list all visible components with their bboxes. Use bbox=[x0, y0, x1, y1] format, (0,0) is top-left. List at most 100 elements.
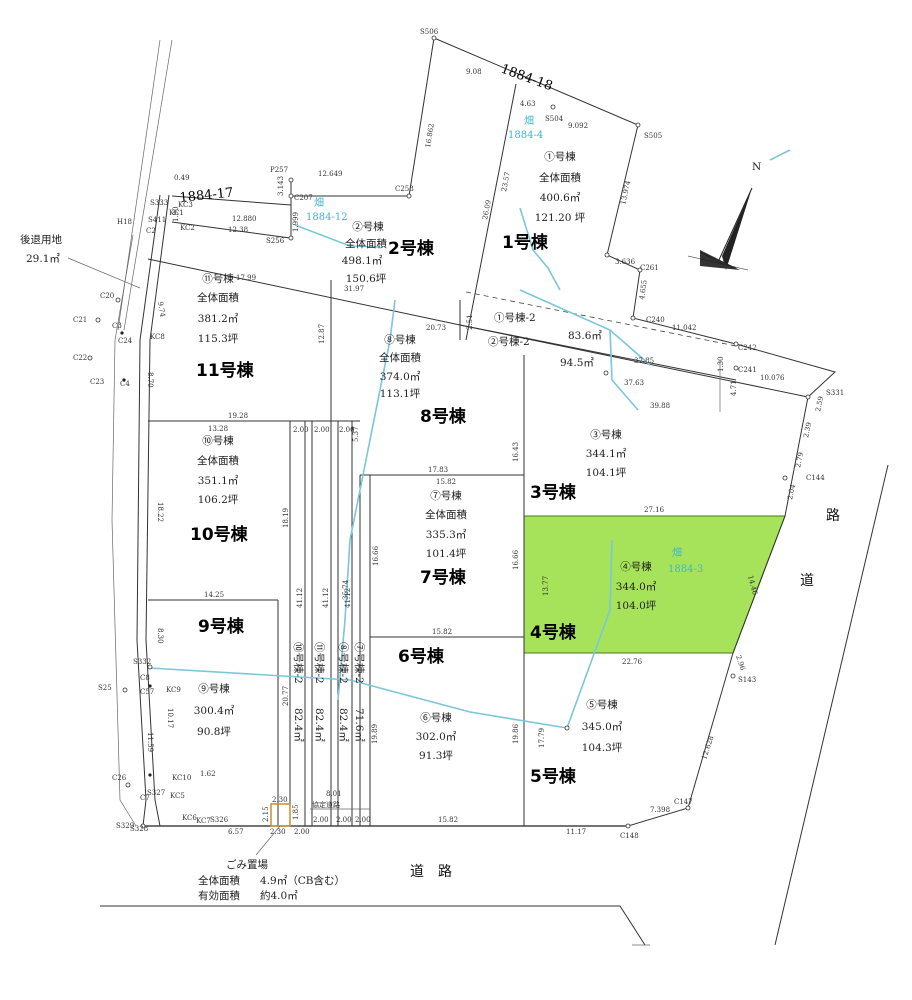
svg-text:6号棟: 6号棟 bbox=[398, 646, 445, 667]
svg-text:94.5㎡: 94.5㎡ bbox=[560, 357, 594, 369]
svg-text:9.08: 9.08 bbox=[466, 68, 482, 76]
svg-text:39.88: 39.88 bbox=[650, 402, 670, 410]
svg-text:S143: S143 bbox=[738, 676, 756, 684]
svg-text:1884-17: 1884-17 bbox=[179, 185, 234, 206]
svg-text:S504: S504 bbox=[545, 115, 564, 123]
svg-text:⑧号棟-2: ⑧号棟-2 bbox=[337, 642, 350, 684]
svg-text:C148: C148 bbox=[620, 832, 639, 840]
svg-text:14.25: 14.25 bbox=[204, 591, 224, 599]
svg-text:C241: C241 bbox=[738, 366, 757, 374]
lot-2[interactable]: ②号棟 全体面積 498.1㎡ 150.6坪 2号棟 bbox=[342, 220, 435, 285]
svg-text:C147: C147 bbox=[674, 798, 693, 806]
svg-text:12.87: 12.87 bbox=[318, 324, 326, 344]
svg-text:②号棟: ②号棟 bbox=[352, 220, 384, 233]
svg-text:2.00: 2.00 bbox=[355, 816, 371, 824]
svg-text:KC8: KC8 bbox=[150, 333, 165, 341]
survey-markers bbox=[87, 35, 811, 829]
svg-text:11.17: 11.17 bbox=[566, 828, 586, 836]
svg-text:⑨号棟: ⑨号棟 bbox=[198, 682, 230, 695]
svg-text:KC5: KC5 bbox=[170, 792, 185, 800]
svg-text:C21: C21 bbox=[73, 316, 87, 324]
svg-text:16.66: 16.66 bbox=[372, 545, 380, 566]
svg-text:③号棟: ③号棟 bbox=[590, 428, 622, 441]
svg-text:121.20 坪: 121.20 坪 bbox=[535, 211, 586, 224]
svg-text:8.01: 8.01 bbox=[326, 790, 342, 798]
svg-text:8号棟: 8号棟 bbox=[420, 406, 467, 427]
svg-text:S331: S331 bbox=[826, 389, 844, 397]
svg-text:351.1㎡: 351.1㎡ bbox=[198, 475, 239, 487]
lot-3[interactable]: ③号棟 344.1㎡ 104.1坪 3号棟 bbox=[530, 428, 627, 503]
strip-2-2[interactable]: ②号棟-2 94.5㎡ bbox=[488, 335, 594, 369]
svg-text:①号棟: ①号棟 bbox=[544, 150, 576, 163]
parcel-boundaries bbox=[67, 37, 836, 856]
survey-labels: S506 S504 S505 C258 C207 P257 S256 S333 … bbox=[73, 28, 844, 840]
svg-text:9号棟: 9号棟 bbox=[198, 616, 245, 637]
svg-text:37.63: 37.63 bbox=[624, 379, 644, 387]
svg-text:有効面積: 有効面積 bbox=[198, 889, 240, 902]
lot-5[interactable]: ⑤号棟 345.0㎡ 104.3坪 5号棟 bbox=[530, 698, 623, 787]
svg-text:3.636: 3.636 bbox=[615, 258, 636, 266]
lot-4[interactable]: ④号棟 344.0㎡ 104.0坪 4号棟 bbox=[530, 560, 657, 643]
lot-8[interactable]: ⑧号棟 全体面積 374.0㎡ 113.1坪 8号棟 bbox=[379, 333, 467, 427]
svg-text:9.092: 9.092 bbox=[568, 122, 588, 130]
svg-text:C57: C57 bbox=[140, 688, 154, 696]
svg-text:20.73: 20.73 bbox=[426, 324, 446, 332]
svg-text:31.97: 31.97 bbox=[344, 285, 364, 293]
svg-text:2.00: 2.00 bbox=[314, 426, 330, 434]
lot-9[interactable]: 9号棟 ⑨号棟 300.4㎡ 90.8坪 bbox=[194, 616, 245, 738]
east-road-label-2: 路 bbox=[826, 508, 840, 524]
svg-text:2.04: 2.04 bbox=[786, 483, 797, 500]
svg-text:41.12: 41.12 bbox=[296, 588, 304, 608]
svg-text:全体面積: 全体面積 bbox=[345, 237, 387, 250]
svg-text:1.62: 1.62 bbox=[200, 770, 216, 778]
setback-land[interactable]: 後退用地 29.1㎡ bbox=[20, 233, 62, 265]
svg-text:KC3: KC3 bbox=[178, 201, 193, 209]
svg-text:C2: C2 bbox=[146, 227, 156, 235]
svg-text:11.042: 11.042 bbox=[672, 324, 697, 332]
svg-text:17.83: 17.83 bbox=[428, 466, 448, 474]
svg-text:13.974: 13.974 bbox=[619, 179, 632, 205]
svg-text:C24: C24 bbox=[118, 337, 133, 345]
svg-text:1884-12: 1884-12 bbox=[306, 212, 348, 223]
lot-1[interactable]: ①号棟 全体面積 400.6㎡ 121.20 坪 1号棟 bbox=[502, 150, 586, 253]
svg-text:41.12: 41.12 bbox=[322, 588, 330, 608]
svg-text:S411: S411 bbox=[148, 216, 166, 224]
svg-text:2.15: 2.15 bbox=[262, 806, 270, 822]
lot-7[interactable]: ⑦号棟 全体面積 335.3㎡ 101.4坪 7号棟 bbox=[420, 489, 467, 588]
lot-10[interactable]: ⑩号棟 全体面積 351.1㎡ 106.2坪 10号棟 bbox=[190, 434, 249, 545]
svg-text:300.4㎡: 300.4㎡ bbox=[194, 705, 235, 717]
svg-text:27.16: 27.16 bbox=[644, 506, 665, 514]
svg-text:19.28: 19.28 bbox=[228, 412, 248, 420]
svg-text:S505: S505 bbox=[644, 132, 662, 140]
svg-text:106.2坪: 106.2坪 bbox=[198, 493, 239, 506]
svg-text:10.17: 10.17 bbox=[166, 708, 174, 728]
svg-text:6.57: 6.57 bbox=[228, 828, 244, 836]
svg-text:498.1㎡: 498.1㎡ bbox=[342, 255, 383, 267]
svg-text:16.66: 16.66 bbox=[512, 549, 520, 570]
svg-text:2.00: 2.00 bbox=[336, 816, 352, 824]
water-lines bbox=[149, 149, 791, 729]
svg-text:1号棟: 1号棟 bbox=[502, 232, 549, 253]
svg-text:101.4坪: 101.4坪 bbox=[426, 547, 467, 560]
svg-text:91.3坪: 91.3坪 bbox=[419, 749, 453, 762]
svg-text:全体面積: 全体面積 bbox=[198, 874, 240, 887]
svg-text:S326: S326 bbox=[210, 816, 229, 824]
strip-1-2[interactable]: ①号棟-2 83.6㎡ bbox=[494, 311, 602, 342]
garbage-station-info: ごみ置場 全体面積 4.9㎡（CB含む） 有効面積 約4.0㎡ bbox=[198, 858, 345, 902]
svg-text:400.6㎡: 400.6㎡ bbox=[540, 192, 581, 204]
svg-text:11.59: 11.59 bbox=[146, 732, 154, 752]
garbage-box[interactable] bbox=[270, 803, 291, 827]
svg-text:344.1㎡: 344.1㎡ bbox=[586, 448, 627, 460]
svg-text:26.09: 26.09 bbox=[481, 199, 493, 220]
svg-text:5号棟: 5号棟 bbox=[530, 766, 577, 787]
lot-11[interactable]: ⑪号棟 全体面積 381.2㎡ 115.3坪 11号棟 bbox=[196, 272, 255, 381]
svg-text:2.00: 2.00 bbox=[313, 816, 329, 824]
svg-text:C240: C240 bbox=[646, 316, 665, 324]
svg-text:104.1坪: 104.1坪 bbox=[586, 466, 627, 479]
svg-text:4.655: 4.655 bbox=[638, 279, 649, 300]
svg-text:KC7: KC7 bbox=[196, 817, 211, 825]
svg-text:①号棟-2: ①号棟-2 bbox=[494, 311, 536, 324]
svg-text:19.89: 19.89 bbox=[371, 724, 379, 744]
lot-6[interactable]: 6号棟 ⑥号棟 302.0㎡ 91.3坪 bbox=[398, 646, 457, 762]
svg-text:17.99: 17.99 bbox=[236, 274, 256, 282]
